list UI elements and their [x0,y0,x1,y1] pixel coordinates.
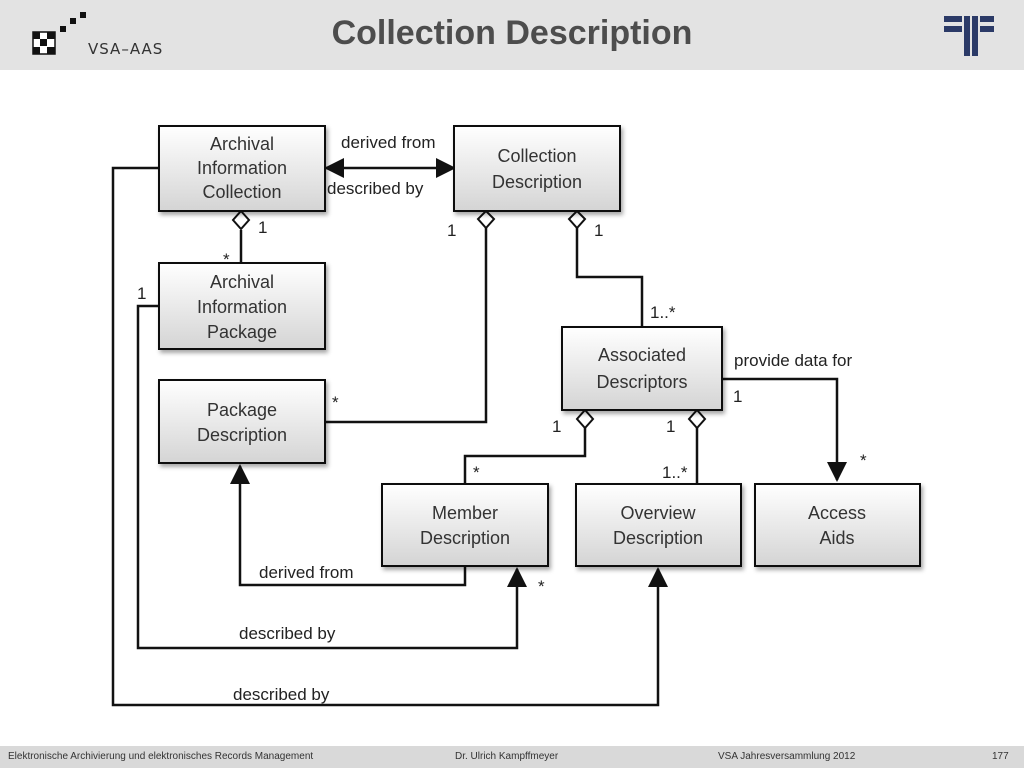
box-text: Package [207,322,277,342]
logo-text: VSA–AAS [88,40,164,58]
vsa-logo-icon [32,12,86,55]
mult-ad-one-many: 1..* [650,303,676,322]
box-text: Information [197,158,287,178]
box-text: Archival [210,134,274,154]
box-member-description: Member Description [381,483,549,567]
box-text: Collection [497,146,576,166]
ad-aa-arrow [722,377,847,482]
box-text: Access [808,503,866,523]
box-archival-information-package: Archival Information Package [158,262,326,350]
mult-ad-bl-one: 1 [552,417,561,436]
box-archival-information-collection: Archival Information Collection [158,125,326,212]
box-text: Description [613,528,703,548]
mult-aip-left-one: 1 [137,284,146,303]
aic-od-arrow [111,166,668,707]
box-text: Aids [819,528,854,548]
cd-right-diamond-icon [567,209,587,230]
label-derived-from-bottom: derived from [259,563,353,582]
footer-author: Dr. Ulrich Kampffmeyer [455,751,559,762]
mult-md-bottom-star: * [538,577,545,596]
cd-ad-line [575,228,644,327]
ad-right-diamond-icon [687,408,707,430]
box-package-description: Package Description [158,379,326,464]
box-text: Description [197,425,287,445]
mult-ad-right-one: 1 [733,387,742,406]
box-text: Archival [210,272,274,292]
label-described-by-mid: described by [239,624,336,643]
box-text: Descriptors [596,372,687,392]
box-text: Overview [620,503,696,523]
box-overview-description: Overview Description [575,483,742,567]
mult-cd-left-one: 1 [447,221,456,240]
aic-diamond-icon [231,209,251,231]
aip-md-arrow [136,304,527,650]
mult-md-star: * [473,463,480,482]
ad-left-diamond-icon [575,408,595,430]
mult-pd-star: * [332,393,339,412]
label-described-by-bottom: described by [233,685,330,704]
box-text: Information [197,297,287,317]
box-collection-description: Collection Description [453,125,621,212]
uml-diagram: Archival Information Collection Collecti… [111,125,921,707]
box-text: Associated [598,345,686,365]
mult-aip-star: * [223,250,230,269]
mult-aic-one: 1 [258,218,267,237]
mult-aa-star: * [860,451,867,470]
box-text: Package [207,400,277,420]
box-text: Description [492,172,582,192]
cd-pd-line [326,228,488,424]
ulrich-logo-icon [944,16,994,56]
slide-footer: Elektronische Archivierung und elektroni… [0,746,1024,768]
box-text: Member [432,503,498,523]
label-derived-from-top: derived from [341,133,435,152]
label-described-by-top: described by [327,179,424,198]
footer-page-number: 177 [992,751,1009,762]
md-pd-arrow [230,464,467,587]
mult-cd-right-one: 1 [594,221,603,240]
slide-title: Collection Description [331,14,693,52]
box-associated-descriptors: Associated Descriptors [561,326,723,411]
box-text: Description [420,528,510,548]
cd-left-diamond-icon [476,209,496,230]
label-provide-data-for: provide data for [734,351,852,370]
ad-md-line [463,428,587,484]
mult-od-one-many: 1..* [662,463,688,482]
mult-ad-br-one: 1 [666,417,675,436]
footer-course-title: Elektronische Archivierung und elektroni… [8,751,314,762]
box-text: Collection [202,182,281,202]
box-access-aids: Access Aids [754,483,921,567]
slide-header: VSA–AAS Collection Description [0,0,1024,70]
footer-event: VSA Jahresversammlung 2012 [718,751,856,762]
